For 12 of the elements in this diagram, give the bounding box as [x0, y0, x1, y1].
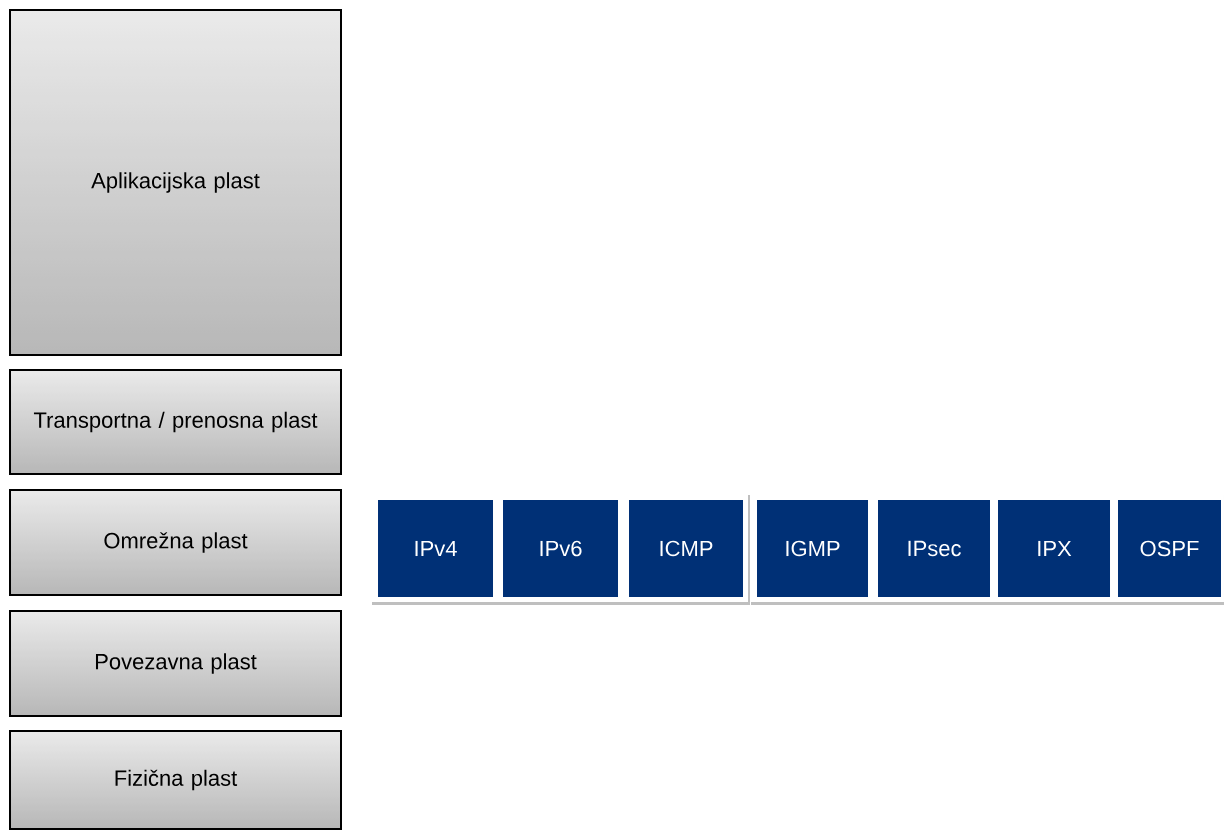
layer-box: Fizična plast	[9, 730, 342, 830]
protocol-box: IPX	[991, 493, 1117, 605]
protocol-box: IPv4	[371, 493, 500, 605]
layer-box: Aplikacijska plast	[9, 9, 342, 356]
layer-box: Povezavna plast	[9, 610, 342, 717]
protocol-box: OSPF	[1111, 493, 1224, 605]
protocol-box: IPv6	[496, 493, 625, 605]
layer-box: Omrežna plast	[9, 489, 342, 596]
protocol-box: IPsec	[871, 493, 997, 605]
protocol-box: ICMP	[622, 493, 750, 605]
layer-box: Transportna / prenosna plast	[9, 369, 342, 475]
protocol-box: IGMP	[750, 493, 875, 605]
